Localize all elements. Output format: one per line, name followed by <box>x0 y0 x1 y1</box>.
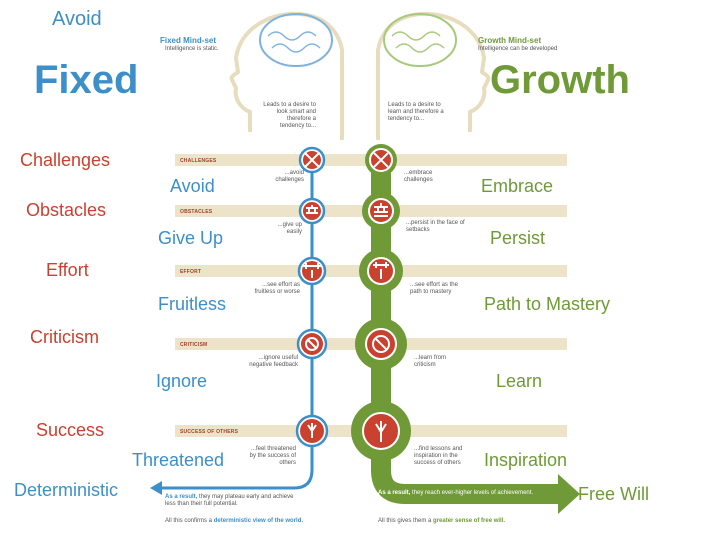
growth-brain-icon <box>383 13 457 67</box>
fixed-note-obstacles: ...give up easily <box>277 222 302 235</box>
growth-desire-text: Leads to a desire to learn and therefore… <box>388 102 444 122</box>
fixed-result-lead: As a result, <box>165 494 198 500</box>
fixed-desire-text: Leads to a desire to look smart and ther… <box>263 102 316 129</box>
tie-figure-icon <box>307 421 387 442</box>
fixed-brain-icon <box>259 13 333 67</box>
growth-label-obstacles: Persist <box>490 228 546 248</box>
growth-mindset-title: Growth Mind-set <box>478 36 542 45</box>
growth-confirm-lead: All this gives them a <box>378 518 434 524</box>
growth-label-challenges: Embrace <box>481 176 554 196</box>
growth-path-line <box>371 150 560 504</box>
no-sign-icon <box>305 335 390 353</box>
growth-label-criticism: Learn <box>496 371 543 391</box>
fixed-arrowhead <box>150 481 162 495</box>
fixed-label-effort: Fruitless <box>158 294 227 314</box>
fixed-mindset-sub: Intelligence is static. <box>165 46 219 52</box>
fixed-result-text: As a result, they may plateau early and … <box>165 494 305 508</box>
left-label-challenges: Challenges <box>20 150 111 170</box>
avoid-top-label: Avoid <box>52 8 102 30</box>
growth-result-body: they reach ever-higher levels of achieve… <box>410 490 534 496</box>
deterministic-label: Deterministic <box>14 480 119 500</box>
left-label-effort: Effort <box>46 260 89 280</box>
fixed-label-criticism: Ignore <box>156 371 208 391</box>
growth-heading: Growth <box>490 58 630 102</box>
left-label-obstacles: Obstacles <box>26 200 107 220</box>
growth-note-obstacles: ...persist in the face of setbacks <box>406 220 465 233</box>
fixed-note-effort: ...see effort as fruitless or worse <box>254 282 300 295</box>
growth-note-effort: ...see effort as the path to mastery <box>410 282 458 295</box>
growth-note-challenges: ...embrace challenges <box>404 170 433 183</box>
fixed-label-challenges: Avoid <box>170 176 215 196</box>
growth-arrowhead <box>558 474 580 514</box>
fixed-head <box>229 11 344 140</box>
bar-label-effort: EFFORT <box>180 269 202 275</box>
growth-head <box>376 11 491 140</box>
left-label-success: Success <box>36 420 105 440</box>
fixed-confirm-lead: All this confirms a <box>165 518 214 524</box>
fixed-label-obstacles: Give Up <box>158 228 224 248</box>
fixed-note-success: ...feel threatened by the success of oth… <box>249 446 296 466</box>
fixed-confirm-text: All this confirms a deterministic view o… <box>165 518 303 524</box>
left-label-criticism: Criticism <box>30 327 99 347</box>
bar-label-criticism: CRITICISM <box>180 342 208 348</box>
fixed-heading: Fixed <box>34 58 139 102</box>
fixed-note-criticism: ...ignore useful negative feedback <box>249 355 298 368</box>
arrows-inward-icon <box>304 152 389 168</box>
growth-note-criticism: ...learn from criticism <box>414 355 447 368</box>
growth-confirm-bold: greater sense of free will. <box>433 518 506 524</box>
growth-result-lead: As a result, <box>378 490 411 496</box>
growth-note-success: ...find lessons and inspiration in the s… <box>414 446 463 466</box>
fixed-label-success: Threatened <box>132 450 225 470</box>
weightlifter-icon <box>303 262 389 279</box>
fixed-note-challenges: ...avoid challenges <box>275 170 304 183</box>
brick-wall-icon <box>306 203 388 217</box>
growth-result-text: As a result, they reach ever-higher leve… <box>378 490 533 496</box>
fixed-confirm-bold: deterministic view of the world. <box>213 518 304 524</box>
bar-label-success: SUCCESS OF OTHERS <box>180 429 239 435</box>
bar-label-challenges: CHALLENGES <box>180 158 217 164</box>
fixed-path-line <box>160 150 314 490</box>
icon-glyphs <box>303 152 390 442</box>
fixed-mindset-title: Fixed Mind-set <box>160 36 217 45</box>
bar-label-obstacles: OBSTACLES <box>180 209 213 215</box>
growth-confirm-text: All this gives them a greater sense of f… <box>378 518 505 524</box>
growth-label-success: Inspiration <box>484 450 568 470</box>
free-will-label: Free Will <box>578 484 649 504</box>
growth-mindset-sub: Intelligence can be developed <box>478 46 558 52</box>
fixed-result-body: they may plateau early and achieve less … <box>165 494 294 507</box>
growth-label-effort: Path to Mastery <box>484 294 611 314</box>
